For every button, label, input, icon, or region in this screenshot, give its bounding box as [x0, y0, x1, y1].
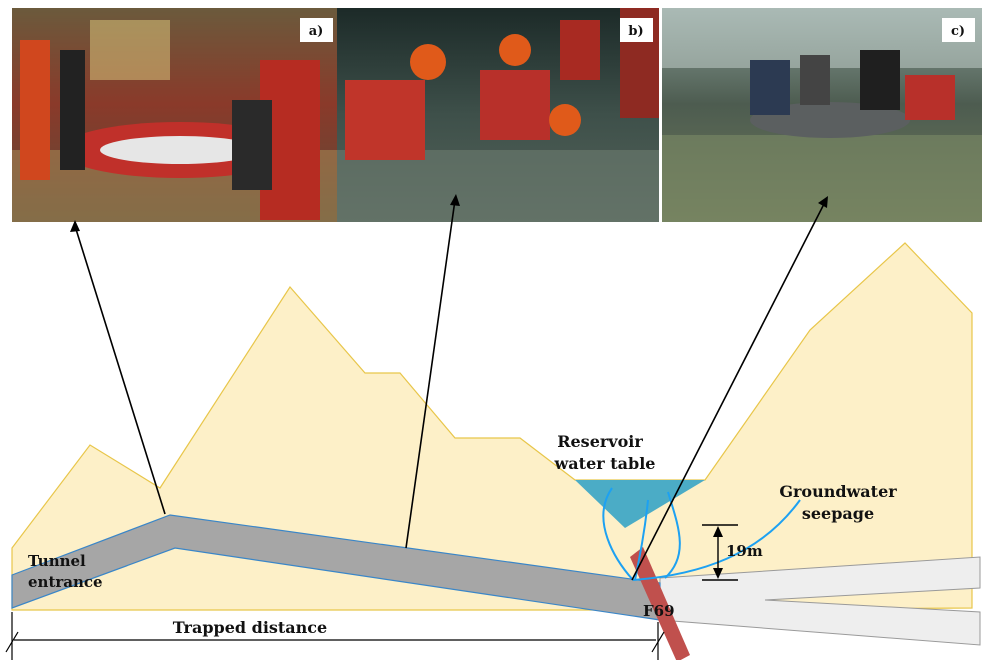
groundwater-label-line1: Groundwater	[779, 482, 897, 501]
trapped-distance-label: Trapped distance	[173, 618, 327, 637]
depth-label: 19m	[726, 542, 763, 560]
photo-b: b)	[337, 8, 659, 222]
photo-c-tag: c)	[951, 24, 965, 39]
tunnel-entrance-label-line1: Tunnel	[28, 552, 86, 570]
fault-f69	[630, 547, 690, 660]
photo-c: c)	[662, 8, 982, 222]
fault-label: F69	[643, 602, 675, 620]
leader-lines	[70, 194, 828, 581]
groundwater-label-line2: seepage	[802, 504, 874, 523]
reservoir-label-line1: Reservoir	[557, 432, 643, 451]
branch-tunnel	[659, 556, 981, 646]
tunnel-entrance-label-line2: entrance	[28, 573, 103, 591]
photo-a-tag: a)	[309, 24, 324, 39]
photo-b-tag: b)	[628, 24, 643, 39]
reservoir-water	[575, 480, 705, 528]
trapped-distance-dimension	[5, 612, 665, 660]
depth-dimension	[702, 524, 738, 581]
photo-a: a)	[12, 8, 337, 222]
reservoir-label-line2: water table	[554, 454, 656, 473]
